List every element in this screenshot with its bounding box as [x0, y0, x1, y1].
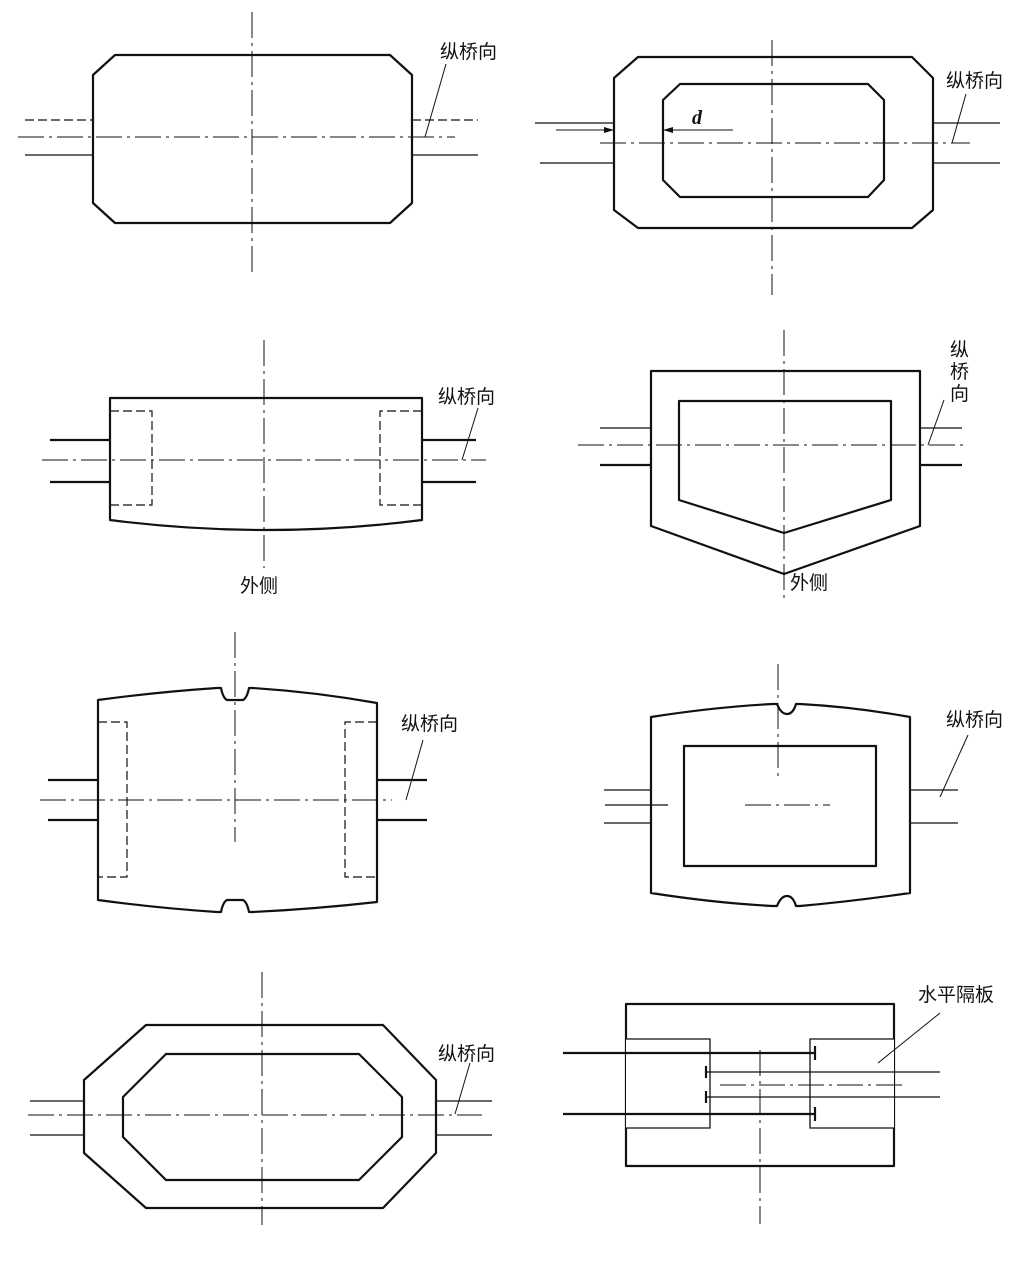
panel-1-longitudinal-label: 纵桥向 — [440, 41, 497, 63]
panel-8-void — [810, 1039, 894, 1128]
panel-8-leader — [877, 1012, 941, 1064]
panel-8-diaphragm-label: 水平隔板 — [918, 984, 994, 1006]
panel-6-leader — [939, 734, 969, 798]
panel-1-leader — [424, 63, 447, 138]
panel-2-hollow-section: d 纵桥向 — [535, 40, 1003, 295]
panel-2-void — [661, 82, 886, 199]
panel-4-longitudinal-label-char-2: 桥 — [950, 361, 969, 383]
panel-5-section-outline — [96, 686, 379, 914]
panel-4-hollow-section: 纵 桥 向 外侧 — [578, 330, 969, 598]
panel-1-solid-section: 纵桥向 — [18, 12, 497, 276]
panel-2-leader — [951, 93, 967, 144]
panel-2-section-outline — [612, 55, 935, 230]
panel-7-hollow-section: 纵桥向 — [28, 972, 495, 1225]
panel-3-section-outline — [108, 396, 424, 532]
panel-2-longitudinal-label: 纵桥向 — [946, 70, 1003, 92]
panel-8-void-outline — [626, 1038, 711, 1129]
panel-2-dimension-arrow — [604, 127, 614, 133]
panel-5-leader — [405, 739, 424, 801]
panel-2-thickness-symbol: d — [692, 107, 703, 129]
panel-4-longitudinal-label-char-3: 向 — [950, 383, 969, 405]
panel-7-void — [121, 1052, 404, 1182]
panel-3-outer-side-label: 外侧 — [240, 575, 278, 597]
panel-5-solid-section: 纵桥向 — [40, 632, 458, 914]
panel-4-longitudinal-label-char-1: 纵 — [950, 339, 969, 361]
panel-3-leader — [461, 407, 479, 461]
panel-4-void — [677, 399, 893, 535]
panel-6-void — [682, 744, 878, 868]
panel-8-diaphragm-section: 水平隔板 — [563, 984, 994, 1224]
panel-2-dimension-arrow — [663, 127, 673, 133]
panel-3-hidden-bearing-outline — [110, 410, 153, 506]
panel-7-section-outline — [82, 1023, 438, 1210]
panel-5-longitudinal-label: 纵桥向 — [401, 713, 458, 735]
panel-3-solid-section: 纵桥向 外侧 — [42, 340, 495, 597]
panel-3-hidden-bearing-outline — [379, 410, 422, 506]
panel-7-leader — [454, 1062, 471, 1115]
panel-6-hollow-section: 纵桥向 — [604, 664, 1003, 908]
panel-1-section-outline — [91, 53, 414, 225]
panel-4-leader — [927, 399, 945, 446]
panel-6-longitudinal-label: 纵桥向 — [946, 709, 1003, 731]
panel-8-void-outline — [809, 1038, 894, 1129]
panel-7-longitudinal-label: 纵桥向 — [438, 1043, 495, 1065]
panel-3-longitudinal-label: 纵桥向 — [438, 386, 495, 408]
panel-4-section-outline — [649, 369, 922, 576]
panel-4-outer-side-label: 外侧 — [790, 572, 828, 594]
